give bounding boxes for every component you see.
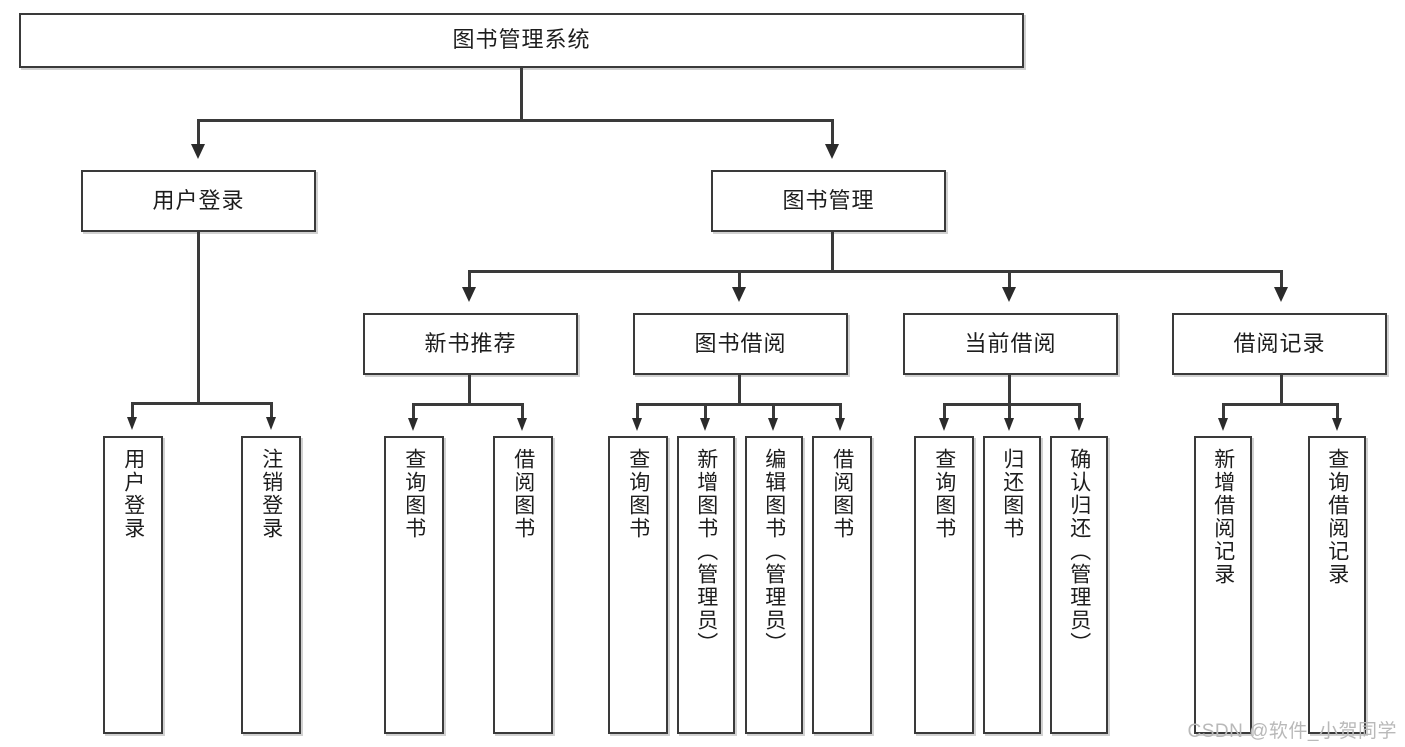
connector-bb-stem [738,375,741,404]
connector-root-to-user-login [197,119,200,147]
leaf-query-book-3-label: 查询图书 [932,448,956,540]
leaf-borrow-book-2-label: 借阅图书 [830,448,854,540]
node-new-book-recommend[interactable]: 新书推荐 [363,313,578,375]
connector-user-login-bus [131,402,272,405]
arrowhead-leaf-confirm-return [1074,418,1084,431]
leaf-borrow-book-2[interactable]: 借阅图书 [812,436,872,734]
arrowhead-leaf-borrow-book-1 [517,418,527,431]
leaf-return-book[interactable]: 归还图书 [983,436,1041,734]
connector-br-l1 [1222,403,1225,420]
connector-bb-l4 [839,403,842,420]
connector-book-manage-b4 [1280,270,1283,289]
arrowhead-leaf-borrow-book-2 [835,418,845,431]
connector-root-bus [197,119,833,122]
leaf-query-record[interactable]: 查询借阅记录 [1308,436,1366,734]
connector-bb-l3 [772,403,775,420]
connector-br-l2 [1336,403,1339,420]
connector-book-manage-bus [468,270,1282,273]
connector-book-manage-b2 [738,270,741,289]
node-current-borrow-label: 当前借阅 [964,330,1057,356]
connector-br-bus [1222,403,1339,406]
arrowhead-leaf-user-login [127,417,137,430]
node-user-login-label: 用户登录 [152,187,245,213]
leaf-confirm-return-label: 确认归还（管理员） [1067,448,1091,655]
connector-bb-bus [636,403,841,406]
leaf-user-logout[interactable]: 注销登录 [241,436,301,734]
leaf-user-logout-label: 注销登录 [259,448,283,540]
connector-user-login-right [270,402,273,420]
connector-cb-stem [1008,375,1011,404]
node-new-book-recommend-label: 新书推荐 [424,330,517,356]
leaf-edit-book-label: 编辑图书（管理员） [762,448,786,655]
leaf-add-book-label: 新增图书（管理员） [694,448,718,655]
connector-book-manage-stem [831,232,834,271]
leaf-borrow-book-1[interactable]: 借阅图书 [493,436,553,734]
connector-cb-bus [943,403,1081,406]
arrowhead-leaf-user-logout [266,417,276,430]
connector-br-stem [1280,375,1283,404]
arrowhead-leaf-query-book-2 [632,418,642,431]
node-user-login[interactable]: 用户登录 [81,170,316,232]
node-book-manage-label: 图书管理 [782,187,875,213]
connector-nbr-l1 [412,403,415,420]
leaf-query-book-2-label: 查询图书 [626,448,650,540]
connector-cb-l2 [1008,403,1011,420]
leaf-edit-book[interactable]: 编辑图书（管理员） [745,436,803,734]
node-book-manage[interactable]: 图书管理 [711,170,946,232]
arrowhead-leaf-return-book [1004,418,1014,431]
arrowhead-leaf-add-book [700,418,710,431]
connector-cb-l3 [1078,403,1081,420]
arrowhead-leaf-add-record [1218,418,1228,431]
leaf-query-record-label: 查询借阅记录 [1325,448,1349,586]
arrowhead-leaf-query-book-1 [408,418,418,431]
arrowhead-to-user-login [191,144,205,159]
arrowhead-leaf-edit-book [768,418,778,431]
connector-book-manage-b1 [468,270,471,289]
leaf-return-book-label: 归还图书 [1000,448,1024,540]
connector-user-login-stem [197,232,200,403]
connector-root-to-book-manage [831,119,834,147]
arrowhead-current-borrow [1002,287,1016,302]
connector-root-stem [520,68,523,120]
connector-bb-l2 [704,403,707,420]
arrowhead-leaf-query-record [1332,418,1342,431]
node-borrow-record-label: 借阅记录 [1233,330,1326,356]
connector-bb-l1 [636,403,639,420]
connector-user-login-left [131,402,134,420]
arrowhead-to-book-manage [825,144,839,159]
arrowhead-new-book-recommend [462,287,476,302]
node-book-borrow-label: 图书借阅 [694,330,787,356]
leaf-query-book-1[interactable]: 查询图书 [384,436,444,734]
leaf-query-book-3[interactable]: 查询图书 [914,436,974,734]
connector-nbr-bus [412,403,524,406]
arrowhead-book-borrow [732,287,746,302]
leaf-add-record[interactable]: 新增借阅记录 [1194,436,1252,734]
connector-book-manage-b3 [1008,270,1011,289]
leaf-add-book[interactable]: 新增图书（管理员） [677,436,735,734]
leaf-add-record-label: 新增借阅记录 [1211,448,1235,586]
leaf-user-login-label: 用户登录 [121,448,145,540]
arrowhead-leaf-query-book-3 [939,418,949,431]
node-root-label: 图书管理系统 [452,27,591,53]
node-borrow-record[interactable]: 借阅记录 [1172,313,1387,375]
connector-nbr-stem [468,375,471,404]
connector-cb-l1 [943,403,946,420]
node-book-borrow[interactable]: 图书借阅 [633,313,848,375]
leaf-query-book-2[interactable]: 查询图书 [608,436,668,734]
leaf-confirm-return[interactable]: 确认归还（管理员） [1050,436,1108,734]
node-root[interactable]: 图书管理系统 [19,13,1024,68]
arrowhead-borrow-record [1274,287,1288,302]
connector-nbr-l2 [521,403,524,420]
node-current-borrow[interactable]: 当前借阅 [903,313,1118,375]
leaf-borrow-book-1-label: 借阅图书 [511,448,535,540]
leaf-query-book-1-label: 查询图书 [402,448,426,540]
leaf-user-login[interactable]: 用户登录 [103,436,163,734]
